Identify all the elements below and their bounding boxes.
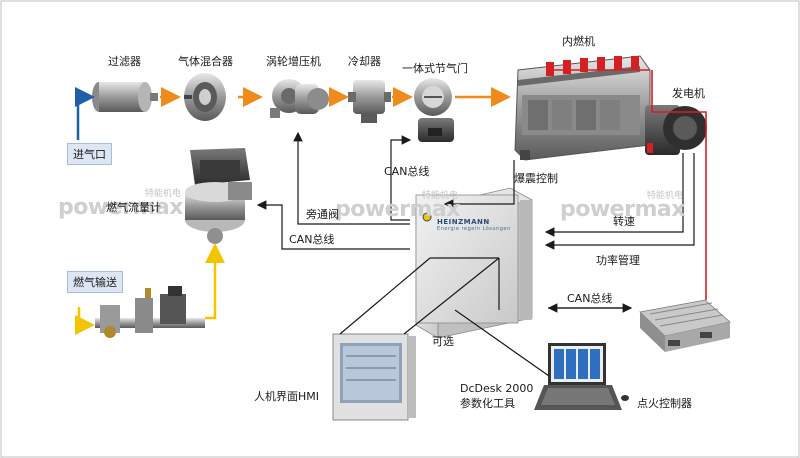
turbocharger-label: 涡轮增压机 <box>266 55 321 68</box>
air-inlet-label: 进气口 <box>67 143 112 165</box>
dcdesk-label-line2: 参数化工具 <box>460 397 515 410</box>
filter-label: 过滤器 <box>108 55 141 68</box>
cooler-icon <box>348 80 391 123</box>
ignition-controller-label: 点火控制器 <box>637 397 692 410</box>
watermark: powermax 特能机电 <box>58 189 183 220</box>
knock-control-label: 爆震控制 <box>514 172 558 185</box>
can-bus-top-label: CAN总线 <box>384 165 430 178</box>
speed-label: 转速 <box>613 215 635 228</box>
controller-brand: HEINZMANN <box>437 218 490 226</box>
gas-flow-meter-label: 燃气流量计 <box>106 201 161 214</box>
optional-label: 可选 <box>432 335 454 348</box>
controller-logo: HEINZMANN Energie regeln Lösungen <box>437 218 511 232</box>
generator-label: 发电机 <box>672 87 705 100</box>
ignition-wires <box>550 69 707 300</box>
gas-mixer-icon <box>184 73 226 121</box>
gas-mixer-label: 气体混合器 <box>178 55 233 68</box>
hmi-label: 人机界面HMI <box>254 390 320 403</box>
dcdesk-label-line1: DcDesk 2000 <box>460 382 534 395</box>
throttle-label: 一体式节气门 <box>402 62 468 75</box>
ignition-controller-icon <box>639 299 731 352</box>
engine-label: 内燃机 <box>562 35 595 48</box>
throttle-valve-icon <box>414 78 454 142</box>
air-inlet-arrow <box>75 87 95 140</box>
can-bus-right-label: CAN总线 <box>567 292 613 305</box>
hmi-panel-icon <box>332 333 416 421</box>
watermark: powermax 特能机电 <box>560 191 685 222</box>
filter-icon <box>92 82 158 112</box>
gas-supply-label: 燃气输送 <box>67 271 123 293</box>
power-management-label: 功率管理 <box>596 254 640 267</box>
controller-tagline: Energie regeln Lösungen <box>437 226 511 232</box>
generator-icon <box>645 105 707 155</box>
watermark: powermax 特能机电 <box>335 191 460 222</box>
signal-lines <box>256 131 695 377</box>
spark-plug-icons <box>546 56 639 76</box>
cooler-label: 冷却器 <box>348 55 381 68</box>
engine-icon <box>514 55 651 161</box>
turbocharger-icon <box>270 79 329 118</box>
bypass-valve-label: 旁通阀 <box>306 208 339 221</box>
gas-flow-meter-icon <box>185 148 252 244</box>
laptop-icon <box>534 343 629 410</box>
can-bus-left-label: CAN总线 <box>289 233 335 246</box>
gas-supply-train-icon <box>95 286 205 338</box>
gas-flow-arrows <box>75 243 225 335</box>
